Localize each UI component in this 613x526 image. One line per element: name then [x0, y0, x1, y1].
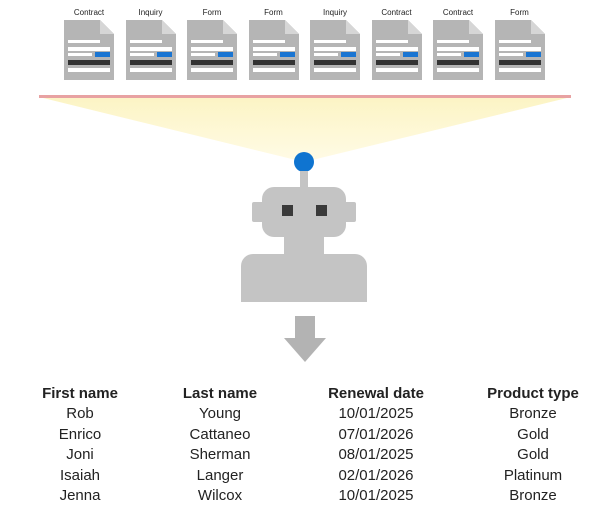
document-icon [310, 20, 360, 80]
scan-line [39, 95, 571, 98]
column-first-name: First name Rob Enrico Joni Isaiah Jenna [30, 384, 130, 507]
document-label: Form [202, 8, 222, 17]
table-cell: Rob [66, 405, 94, 422]
robot-ear-left [252, 202, 264, 222]
document-icon [494, 20, 545, 80]
document-icon [64, 20, 114, 80]
table-cell: Enrico [58, 425, 102, 443]
table-cell: Bronze [509, 487, 557, 504]
document-icon [187, 20, 237, 80]
document-label: Contract [73, 8, 105, 17]
robot-neck [284, 236, 324, 256]
document: Contract [64, 8, 114, 84]
robot-body [241, 254, 367, 302]
column-product-type: Product type Bronze Gold Gold Platinum B… [474, 384, 592, 507]
documents-row: Contract Inquiry Form Form Inquiry Contr… [0, 0, 613, 90]
document: Inquiry [125, 8, 176, 84]
table-cell: 10/01/2025 [338, 487, 414, 504]
table-cell: Sherman [189, 446, 251, 463]
table-cell: Cattaneo [189, 425, 251, 443]
document: Form [248, 8, 299, 84]
table-cell: Young [199, 405, 241, 422]
column-header: Renewal date [328, 385, 424, 402]
column-last-name: Last name Young Cattaneo Sherman Langer … [170, 384, 270, 507]
document: Form [494, 8, 545, 84]
table-cell: Gold [517, 446, 549, 463]
column-renewal-date: Renewal date 10/01/2025 07/01/2026 08/01… [316, 384, 436, 507]
document: Contract [371, 8, 422, 84]
column-header: Product type [487, 385, 579, 402]
document-icon [433, 20, 483, 80]
table-cell: Langer [196, 466, 244, 484]
robot-antenna-tip [294, 152, 314, 172]
table-cell: Wilcox [197, 487, 243, 504]
document-icon [371, 20, 422, 80]
document-label: Form [510, 8, 529, 17]
document-icon [248, 20, 299, 80]
column-header: First name [42, 385, 118, 402]
table-cell: 02/01/2026 [338, 466, 414, 484]
document: Inquiry [310, 8, 360, 84]
table-cell: 08/01/2025 [338, 446, 414, 463]
document: Contract [433, 8, 483, 84]
document-label: Inquiry [138, 8, 163, 17]
column-header: Last name [182, 385, 258, 402]
table-cell: 07/01/2026 [338, 425, 414, 443]
table-cell: Isaiah [59, 466, 101, 484]
table-cell: Joni [66, 446, 94, 463]
robot-eye-right [316, 205, 327, 216]
robot-eye-left [282, 205, 293, 216]
table-cell: Gold [517, 425, 549, 443]
robot-head [262, 187, 346, 237]
scan-beam [39, 97, 571, 162]
down-arrow-icon [284, 316, 326, 362]
table-cell: Bronze [509, 405, 557, 422]
robot-ear-right [344, 202, 356, 222]
document-label: Contract [381, 8, 412, 17]
document: Form [187, 8, 237, 84]
document-label: Contract [442, 8, 474, 17]
document-label: Form [264, 8, 283, 17]
document-icon [125, 20, 176, 80]
table-cell: 10/01/2025 [338, 405, 414, 422]
document-label: Inquiry [322, 8, 347, 17]
table-cell: Jenna [59, 487, 101, 504]
robot-antenna [300, 171, 308, 187]
table-cell: Platinum [503, 466, 563, 484]
